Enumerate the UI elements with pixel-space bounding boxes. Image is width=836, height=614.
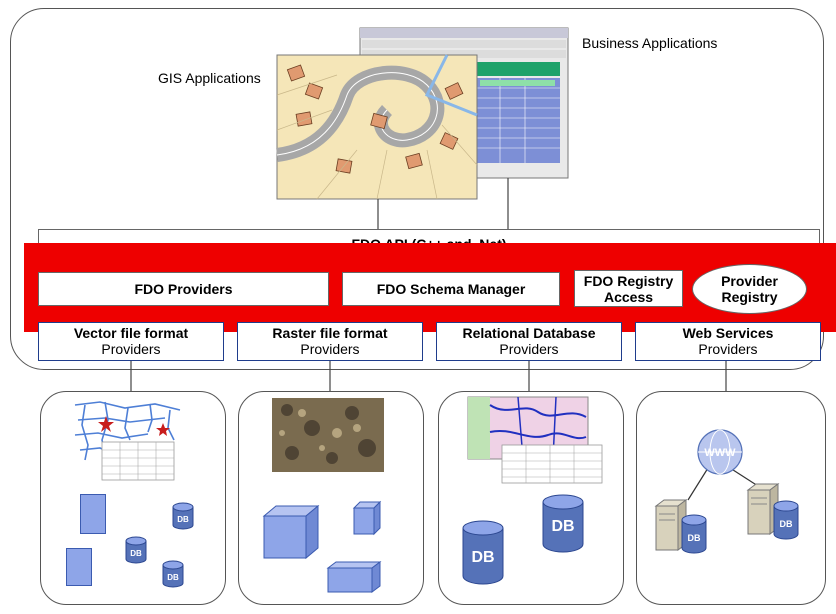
fdo-providers-box: FDO Providers bbox=[38, 272, 329, 306]
db-label: DB bbox=[177, 515, 189, 524]
vector-file-shape-1 bbox=[80, 494, 106, 534]
provider-title: Relational Database bbox=[462, 325, 596, 341]
www-label: WWW bbox=[704, 447, 736, 459]
db-label: DB bbox=[167, 573, 179, 582]
db-label: DB bbox=[130, 549, 142, 558]
raster-file-format-provider-box: Raster file format Providers bbox=[237, 322, 423, 361]
web-services-illustration: WWW DB DB bbox=[654, 429, 799, 554]
provider-subtitle: Providers bbox=[698, 341, 758, 357]
db-icon: DB bbox=[773, 500, 799, 540]
provider-title: Raster file format bbox=[272, 325, 388, 341]
db-label: DB bbox=[780, 519, 793, 529]
raster-file-box-1 bbox=[262, 504, 320, 560]
provider-subtitle: Providers bbox=[499, 341, 559, 357]
db-label: DB bbox=[551, 518, 574, 535]
db-icon: DB bbox=[462, 520, 504, 585]
provider-subtitle: Providers bbox=[101, 341, 161, 357]
db-icon: DB bbox=[172, 502, 194, 530]
db-label: DB bbox=[688, 533, 701, 543]
fdo-registry-access-box: FDO Registry Access bbox=[574, 270, 683, 307]
db-icon: DB bbox=[125, 536, 147, 564]
vector-file-format-provider-box: Vector file format Providers bbox=[38, 322, 224, 361]
relational-database-provider-box: Relational Database Providers bbox=[436, 322, 622, 361]
web-services-data-panel bbox=[636, 391, 826, 605]
business-applications-label: Business Applications bbox=[582, 35, 718, 51]
raster-file-box-3 bbox=[326, 561, 382, 593]
vector-file-shape-2 bbox=[66, 548, 92, 586]
raster-file-box-2 bbox=[352, 500, 382, 536]
vector-data-panel bbox=[40, 391, 226, 605]
provider-title: Web Services bbox=[682, 325, 774, 341]
aerial-image-icon bbox=[272, 398, 384, 472]
provider-subtitle: Providers bbox=[300, 341, 360, 357]
provider-registry-ellipse: Provider Registry bbox=[692, 264, 807, 314]
gis-map-screenshot bbox=[275, 54, 478, 200]
gis-applications-label: GIS Applications bbox=[158, 70, 261, 86]
db-icon: DB bbox=[681, 514, 707, 554]
db-icon: DB bbox=[542, 494, 584, 553]
vector-street-map-icon bbox=[74, 401, 181, 481]
parcel-map-icon bbox=[467, 396, 603, 484]
web-services-provider-box: Web Services Providers bbox=[635, 322, 821, 361]
provider-title: Vector file format bbox=[73, 325, 189, 341]
fdo-schema-manager-box: FDO Schema Manager bbox=[342, 272, 560, 306]
db-label: DB bbox=[471, 549, 494, 566]
db-icon: DB bbox=[162, 560, 184, 588]
